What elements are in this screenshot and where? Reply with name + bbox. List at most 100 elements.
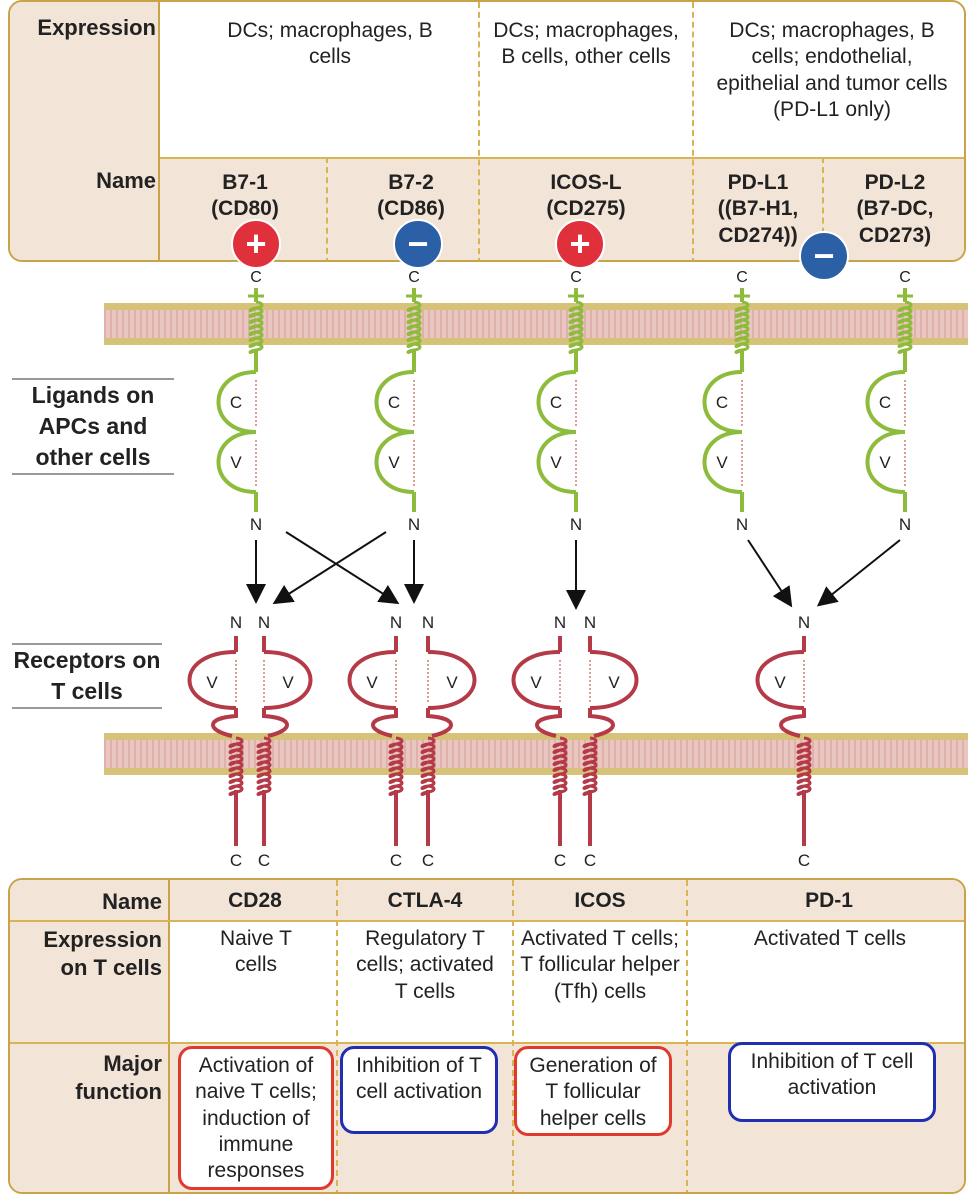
n-terminus-label: N — [899, 515, 911, 534]
signal-symbol: − — [407, 223, 428, 264]
function-box-ctla4: Inhibition of T cell activation — [340, 1046, 498, 1134]
name-label: Name — [102, 889, 162, 914]
receptor-name-cd28: CD28 — [228, 889, 282, 912]
column-divider — [822, 157, 824, 260]
transmembrane-helix — [406, 300, 422, 354]
plus-signal-icon: + — [231, 219, 281, 269]
column-divider — [686, 880, 688, 1192]
signal-circle — [393, 219, 443, 269]
receptor-name-pd1: PD-1 — [805, 889, 853, 912]
name-row-shade — [170, 880, 964, 920]
receptor-table-divider — [10, 920, 964, 922]
v-domain-label: V — [550, 453, 562, 472]
expression-icos: Activated T cells; T follicular helper (… — [520, 927, 680, 1003]
c-domain-label: C — [879, 393, 891, 412]
ligand-alt-line: CD273) — [858, 223, 932, 247]
v-domain-label: V — [230, 453, 242, 472]
transmembrane-helix — [256, 736, 272, 796]
v-domain-label: V — [608, 673, 620, 692]
v-domain-loop — [536, 430, 577, 494]
v-domain-label: V — [206, 673, 218, 692]
binding-arrow — [285, 531, 400, 605]
ligands-side-label: Ligands on APCs and other cells — [12, 378, 174, 476]
v-domain-label: V — [716, 453, 728, 472]
c-domain-loop — [374, 370, 415, 434]
v-domain-loop — [216, 430, 257, 494]
v-domain-label: V — [366, 673, 378, 692]
expression-on-t-cells-label: Expression on T cells — [43, 927, 162, 980]
transmembrane-helix — [734, 300, 750, 354]
n-terminus-label: N — [422, 613, 434, 632]
plus-signal-icon: + — [555, 219, 605, 269]
ligand-name-pd-l2: PD-L2 (B7-DC,CD273) — [828, 170, 962, 249]
receptor-table-divider — [10, 1042, 964, 1044]
ligand-alt-line: (B7-DC, — [856, 197, 934, 221]
v-domain-loop — [755, 650, 805, 710]
receptor-stem — [426, 708, 453, 738]
n-terminus-label: N — [570, 515, 582, 534]
receptor-monomer: NVC — [755, 613, 812, 870]
signal-symbol: − — [813, 235, 834, 276]
function-box-cd28: Activation of naive T cells; induction o… — [178, 1046, 334, 1190]
transmembrane-helix — [420, 736, 436, 796]
receptor-stem — [211, 708, 238, 738]
v-domain-label: V — [282, 673, 294, 692]
v-domain-loop — [865, 430, 906, 494]
apc-membrane — [104, 303, 968, 345]
receptor-stem — [371, 708, 398, 738]
v-domain-loop — [347, 650, 397, 710]
c-domain-loop — [702, 370, 743, 434]
ligand-name-b7-1: B7-1(CD80) — [211, 171, 279, 221]
transmembrane-helix — [582, 736, 598, 796]
v-domain-label: V — [879, 453, 891, 472]
minus-signal-icon: − — [393, 219, 443, 269]
transmembrane-helix — [388, 736, 404, 796]
column-divider — [692, 2, 694, 260]
ligand-table: Expression Name DCs; macrophages, B cell… — [8, 0, 966, 262]
n-terminus-label: N — [554, 613, 566, 632]
c-domain-label: C — [230, 393, 242, 412]
function-box-pd1: Inhibition of T cell activation — [728, 1042, 936, 1122]
function-box-icos: Generation of T follicular helper cells — [514, 1046, 672, 1136]
v-domain-loop — [427, 650, 477, 710]
c-domain-label: C — [388, 393, 400, 412]
label-column-shade — [10, 880, 170, 1192]
c-terminus-label: C — [736, 269, 748, 286]
n-terminus-label: N — [250, 515, 262, 534]
signal-circle — [231, 219, 281, 269]
transmembrane-helix — [552, 736, 568, 796]
receptor-stem — [779, 708, 806, 738]
expression-ctla4: Regulatory T cells; activated T cells — [356, 927, 494, 1003]
receptor-name-ctla4: CTLA-4 — [387, 889, 463, 912]
c-terminus-label: C — [408, 269, 420, 286]
n-terminus-label: N — [258, 613, 270, 632]
binding-arrow — [747, 539, 793, 608]
ligand-name-icos-l: ICOS-L(CD275) — [546, 171, 626, 221]
expression-icosl: DCs; macrophages, B cells, other cells — [493, 19, 679, 69]
signal-symbol: + — [569, 223, 590, 264]
n-terminus-label: N — [230, 613, 242, 632]
v-domain-loop — [263, 650, 313, 710]
c-terminus-label: C — [584, 851, 596, 870]
receptor-table: Name Expression on T cells Major functio… — [8, 878, 966, 1194]
expression-pd1: Activated T cells — [753, 927, 907, 950]
v-domain-loop — [511, 650, 561, 710]
expression-label: Expression — [37, 15, 156, 40]
ligand-table-divider — [10, 157, 964, 159]
v-domain-label: V — [388, 453, 400, 472]
expression-pdl: DCs; macrophages, B cells; endothelial, … — [716, 19, 948, 121]
c-domain-loop — [536, 370, 577, 434]
n-terminus-label: N — [736, 515, 748, 534]
v-domain-loop — [374, 430, 415, 494]
column-divider — [326, 157, 328, 260]
column-divider — [336, 880, 338, 1192]
name-label: Name — [96, 168, 156, 193]
receptor-stem — [262, 708, 289, 738]
c-terminus-label: C — [258, 851, 270, 870]
v-domain-label: V — [530, 673, 542, 692]
